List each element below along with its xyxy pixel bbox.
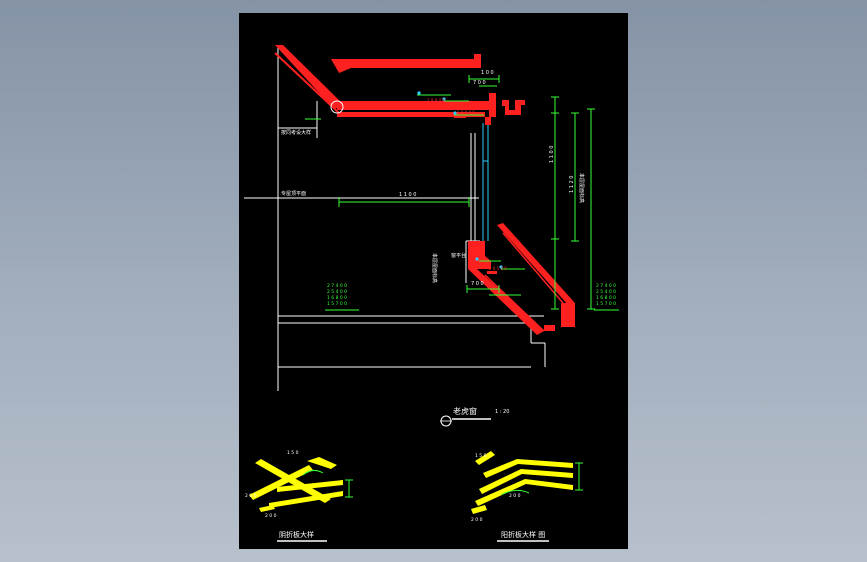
annotation-gutter-elev: 2 8 9 0 0 xyxy=(457,110,475,115)
annotation-sill-elev: 2 6 1 0 0 xyxy=(489,266,507,271)
detail-right: 1 5 0 2 0 0 2 0 0 阳折板大样 图 xyxy=(471,451,583,542)
dim-top-width: 7 0 0 xyxy=(473,80,486,86)
roof-section-red xyxy=(274,45,575,335)
elev-right-3: 1 6 8 0 0 xyxy=(596,295,616,301)
marker-points xyxy=(417,91,503,269)
elev-left-4: 1 5 7 0 0 xyxy=(327,301,347,307)
main-title-block: 老虎窗 1 : 20 xyxy=(440,406,509,427)
dimension-lines xyxy=(305,75,619,311)
detail-right-dim-b: 2 0 0 xyxy=(509,493,521,499)
main-title: 老虎窗 xyxy=(453,406,477,416)
dim-bottom-width: 7 0 0 xyxy=(471,281,484,287)
detail-left-title: 阴折板大样 xyxy=(279,530,314,539)
dormer-top-coping xyxy=(331,54,481,73)
elev-right-4: 1 5 7 0 0 xyxy=(596,301,616,307)
label-structural-top-right: 本层屋面标高 xyxy=(578,173,585,203)
detail-left-dim-a: 1 5 0 xyxy=(287,450,299,456)
elev-right-1: 2 7 4 0 0 xyxy=(596,283,616,289)
main-roof-slope xyxy=(275,45,344,109)
dim-vertical-a: 1 1 0 0 xyxy=(549,146,555,164)
detail-left: 1 5 0 2 0 0 2 0 0 阴折板大样 xyxy=(245,450,353,542)
label-window-sill: 窗平台 xyxy=(451,252,466,259)
cad-drawing: 按同考设大样 专屋顶平面 窗平台 本层屋面标高 本层屋面标高 1 1 0 0 1… xyxy=(244,45,619,542)
drawing-sheet: 按同考设大样 专屋顶平面 窗平台 本层屋面标高 本层屋面标高 1 1 0 0 1… xyxy=(239,13,628,549)
gutter-profile xyxy=(502,100,525,115)
detail-left-dim-b: 2 0 0 xyxy=(245,493,257,499)
dim-horizontal-main: 1 1 0 0 xyxy=(399,192,417,198)
elev-right-2: 2 5 4 0 0 xyxy=(596,289,616,295)
detail-left-flashing xyxy=(249,457,343,512)
cheek-slope xyxy=(497,223,575,327)
label-structural-top-left: 本层屋面标高 xyxy=(431,253,438,283)
label-roof-pitch: 按同考设大样 xyxy=(281,129,311,136)
detail-right-dim-c: 2 0 0 xyxy=(471,517,483,523)
detail-right-dim-a: 1 5 0 xyxy=(475,453,487,459)
drawing-labels: 按同考设大样 专屋顶平面 窗平台 本层屋面标高 本层屋面标高 1 1 0 0 1… xyxy=(281,70,616,307)
elev-left-2: 2 5 4 0 0 xyxy=(327,289,347,295)
dim-top-small: 1 0 0 xyxy=(481,70,494,76)
dormer-roof-slab xyxy=(337,101,489,110)
annotation-eave-elev: 2 9 9 0 0 xyxy=(427,98,445,103)
label-eave-top: 专屋顶平面 xyxy=(281,190,306,197)
window-glazing xyxy=(482,123,489,241)
window-sill-block xyxy=(468,241,485,269)
detail-right-title: 阳折板大样 图 xyxy=(501,530,545,539)
main-scale: 1 : 20 xyxy=(495,409,509,415)
dormer-fascia xyxy=(489,93,496,117)
detail-left-dim-c: 2 0 0 xyxy=(265,513,277,519)
lower-roof-slope xyxy=(468,269,544,335)
section-marker xyxy=(330,100,344,114)
detail-right-flashing xyxy=(471,451,573,514)
dim-vertical-b: 1 1 2 0 xyxy=(569,176,575,194)
elev-left-3: 1 6 8 0 0 xyxy=(327,295,347,301)
elev-left-1: 2 7 4 0 0 xyxy=(327,283,347,289)
structure-lines xyxy=(244,48,546,391)
